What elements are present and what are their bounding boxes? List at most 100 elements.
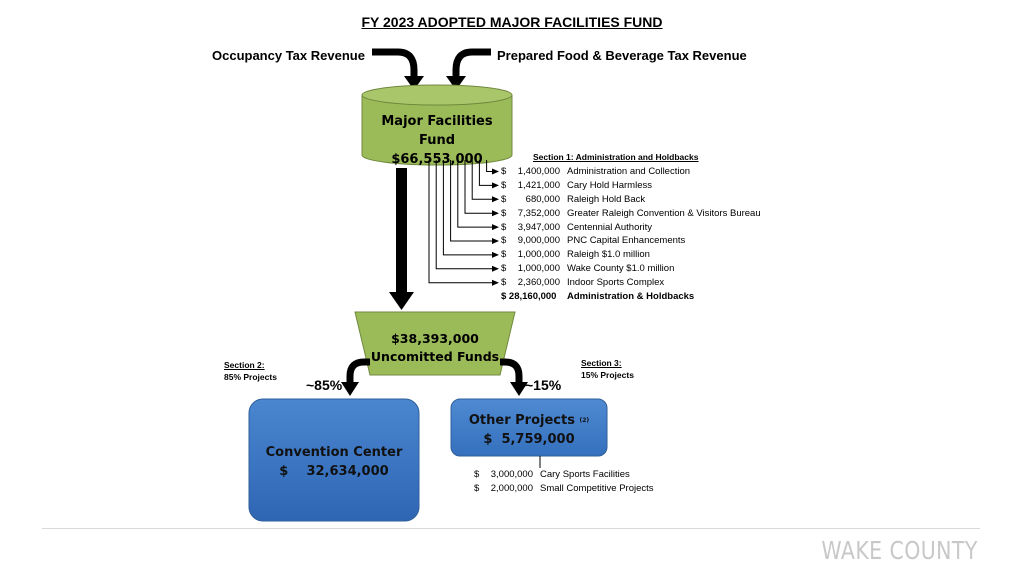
other-project-amount: 3,000,000 xyxy=(490,469,533,480)
holdback-row: $1,421,000 Cary Hold Harmless xyxy=(501,179,761,193)
holdback-amount: 1,421,000 xyxy=(517,179,560,191)
holdback-branch-line xyxy=(457,160,494,228)
page-title: FY 2023 ADOPTED MAJOR FACILITIES FUND xyxy=(361,14,663,30)
section1-heading: Section 1: Administration and Holdbacks xyxy=(533,152,698,162)
other-project-row: $3,000,000 Cary Sports Facilities xyxy=(474,468,654,482)
holdback-branch-line xyxy=(435,160,494,270)
holdback-amount: 2,360,000 xyxy=(517,277,560,289)
holdback-row: $1,000,000 Wake County $1.0 million xyxy=(501,262,761,276)
holdback-branch-arrowhead xyxy=(492,182,499,189)
holdback-total-row: $ 28,160,000 Administration & Holdbacks xyxy=(501,290,761,304)
holdback-amount: 1,400,000 xyxy=(517,166,560,177)
holdback-dollar: $ xyxy=(501,263,507,275)
uncommitted-amount: $38,393,000 xyxy=(391,331,479,346)
holdback-total-amount: $ 28,160,000 xyxy=(501,291,557,303)
food-beverage-tax-arrow xyxy=(452,48,491,78)
holdback-branch-arrowhead xyxy=(492,238,499,244)
occupancy-tax-label: Occupancy Tax Revenue xyxy=(212,48,365,63)
holdback-label: Cary Hold Harmless xyxy=(567,179,652,191)
footer-divider xyxy=(42,528,980,529)
holdback-dollar: $ xyxy=(501,166,507,177)
uncommitted-label: $38,393,000 Uncomitted Funds xyxy=(355,330,515,366)
holdback-branch-arrowhead xyxy=(492,251,499,258)
other-projects-name: Other Projects xyxy=(468,413,575,428)
other-project-row: $2,000,000 Small Competitive Projects xyxy=(474,482,654,496)
holdback-label: Greater Raleigh Convention & Visitors Bu… xyxy=(567,207,761,219)
holdback-row: $1,000,000 Raleigh $1.0 million xyxy=(501,248,761,262)
holdback-amount: 7,352,000 xyxy=(517,207,560,219)
holdback-amount: 680,000 xyxy=(525,193,560,205)
holdback-branch-arrowhead xyxy=(492,196,499,203)
holdback-row: $680,000 Raleigh Hold Back xyxy=(501,193,761,207)
holdback-branch-line xyxy=(478,160,494,186)
holdback-branch-line xyxy=(450,160,494,242)
other-project-dollar: $ xyxy=(474,469,480,480)
holdback-branch-line xyxy=(486,160,494,172)
holdback-label: Indoor Sports Complex xyxy=(567,277,665,289)
other-projects-title: Other Projects (2) xyxy=(451,411,607,430)
holdback-dollar: $ xyxy=(501,221,507,233)
other-project-label: Small Competitive Projects xyxy=(540,482,654,494)
wake-county-logo: WAKE COUNTY xyxy=(821,536,978,565)
convention-center-name: Convention Center xyxy=(265,445,403,460)
holdback-label: PNC Capital Enhancements xyxy=(567,235,686,247)
convention-center-box xyxy=(248,398,420,522)
food-beverage-tax-arrowhead xyxy=(446,76,466,90)
section2-subheading: 85% Projects xyxy=(224,372,277,382)
holdback-branch-arrowhead xyxy=(492,168,499,175)
convention-flow-arrow xyxy=(346,358,370,384)
holdback-amount: 1,000,000 xyxy=(517,249,560,261)
holdback-dollar: $ xyxy=(501,249,507,261)
holdback-dollar: $ xyxy=(501,179,507,191)
fund-label: Major Facilities Fund $66,553,000 xyxy=(362,112,512,169)
holdback-branch-arrowhead xyxy=(492,210,499,217)
holdback-branch-line xyxy=(471,160,494,200)
other-project-amount: 2,000,000 xyxy=(490,482,533,494)
holdback-row: $2,360,000 Indoor Sports Complex xyxy=(501,276,761,290)
convention-center-amount: $ 32,634,000 xyxy=(279,464,389,479)
occupancy-tax-arrow xyxy=(372,48,418,78)
convention-flow-arrowhead xyxy=(341,382,359,396)
uncommitted-name: Uncomitted Funds xyxy=(370,349,500,364)
fund-name: Major Facilities Fund xyxy=(381,114,493,148)
section1-heading-text: Section 1: Administration and Holdbacks xyxy=(533,152,699,162)
holdback-amount: 1,000,000 xyxy=(517,263,560,275)
holdback-branch-line xyxy=(442,160,494,256)
holdback-label: Wake County $1.0 million xyxy=(567,263,675,275)
main-flow-arrowhead xyxy=(389,292,414,310)
holdback-label: Raleigh Hold Back xyxy=(567,193,646,205)
section3-percent: ~15% xyxy=(525,377,562,393)
holdback-label: Centennial Authority xyxy=(567,221,653,233)
section2-heading-text: Section 2: xyxy=(224,360,265,370)
other-project-dollar: $ xyxy=(474,482,480,494)
uncommitted-funds-trapezoid xyxy=(354,311,516,376)
convention-center-label: Convention Center $ 32,634,000 xyxy=(249,443,419,481)
major-facilities-fund-cylinder xyxy=(361,84,513,166)
other-projects-flow-arrowhead xyxy=(510,382,528,396)
section3-subheading: 15% Projects xyxy=(581,370,634,380)
other-projects-list: $3,000,000 Cary Sports Facilities $2,000,0… xyxy=(474,468,654,496)
holdback-label: Raleigh $1.0 million xyxy=(567,249,650,261)
section3-heading-text: Section 3: xyxy=(581,358,622,368)
holdback-branch-arrowhead xyxy=(492,224,499,231)
other-projects-amount: $ 5,759,000 xyxy=(483,432,575,447)
holdback-branch-arrowhead xyxy=(492,279,499,286)
holdback-dollar: $ xyxy=(501,235,507,247)
holdback-branch-line xyxy=(464,160,494,214)
holdback-branch-arrowhead xyxy=(492,265,499,272)
food-beverage-tax-label: Prepared Food & Beverage Tax Revenue xyxy=(497,48,747,63)
section2-heading: Section 2: 85% Projects xyxy=(224,359,277,383)
holdback-dollar: $ xyxy=(501,277,507,289)
other-projects-flow-arrow xyxy=(500,358,523,384)
holdback-total-label: Administration & Holdbacks xyxy=(567,291,695,303)
other-project-label: Cary Sports Facilities xyxy=(540,469,630,480)
holdback-dollar: $ xyxy=(501,193,507,205)
other-projects-label: Other Projects (2) $ 5,759,000 xyxy=(451,411,607,449)
main-flow-arrow-shaft xyxy=(396,168,407,294)
